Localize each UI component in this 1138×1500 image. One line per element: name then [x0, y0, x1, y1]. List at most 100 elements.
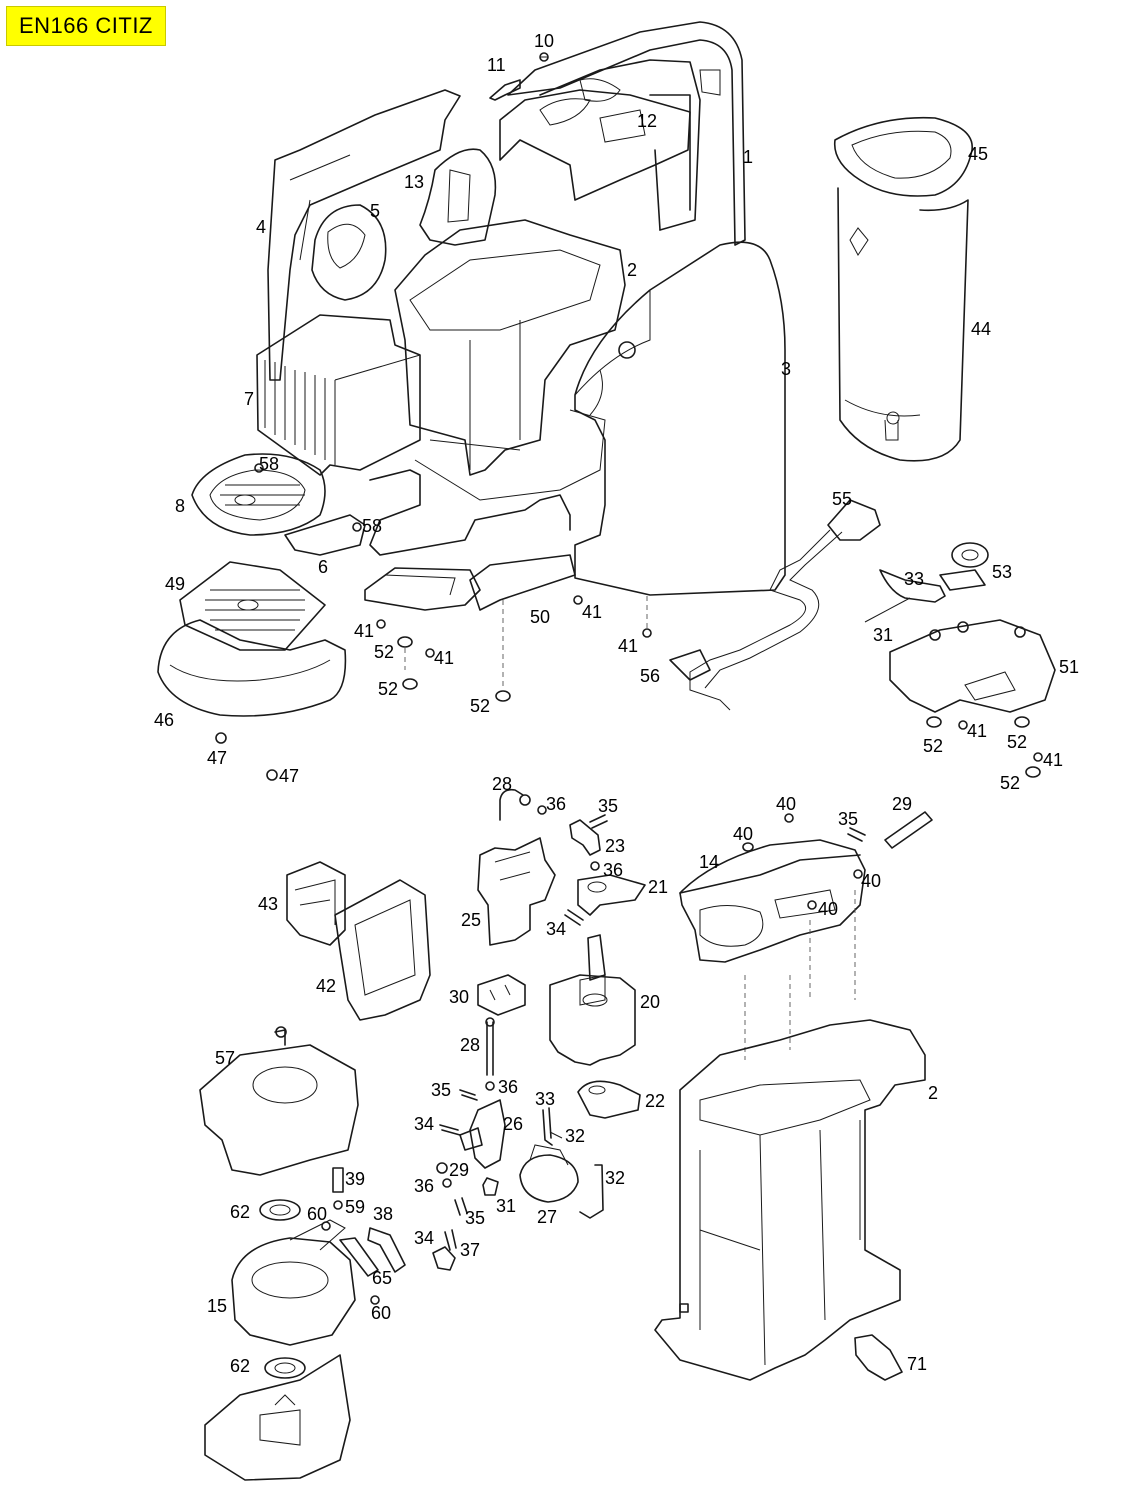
part-50-front-strip [469, 554, 576, 611]
label-27: 27 [537, 1207, 557, 1227]
label-62-a: 62 [230, 1202, 250, 1222]
label-32-a: 32 [565, 1126, 585, 1146]
label-52-a: 52 [374, 642, 394, 662]
label-41-f: 41 [1043, 750, 1063, 770]
label-57: 57 [215, 1048, 235, 1068]
label-50: 50 [530, 607, 550, 627]
part-2-chassis-top [394, 219, 626, 501]
part-32-clip-a [549, 1131, 563, 1139]
label-41-e: 41 [967, 721, 987, 741]
label-39: 39 [345, 1169, 365, 1189]
part-35-clip-d [454, 1197, 468, 1216]
label-41-c: 41 [434, 648, 454, 668]
part-13-lever-cam [419, 148, 497, 246]
label-34-c: 34 [414, 1228, 434, 1248]
label-21: 21 [648, 877, 668, 897]
label-2-top: 2 [627, 260, 637, 280]
part-43-bracket [286, 861, 346, 946]
part-34-clip-b [439, 1124, 461, 1136]
part-1-rear-frame [507, 21, 746, 246]
part-2-chassis-bottom [654, 1019, 926, 1381]
label-52-f: 52 [1000, 773, 1020, 793]
label-49: 49 [165, 574, 185, 594]
label-23: 23 [605, 836, 625, 856]
label-71: 71 [907, 1354, 927, 1374]
part-15-brewing-unit [231, 1219, 356, 1346]
part-20-pump [549, 934, 636, 1066]
label-10: 10 [534, 31, 554, 51]
brew-base [204, 1354, 351, 1481]
part-62-ring-b [264, 1357, 306, 1379]
label-22: 22 [645, 1091, 665, 1111]
part-62-ring-a [259, 1199, 301, 1221]
label-51: 51 [1059, 657, 1079, 677]
label-53: 53 [992, 562, 1012, 582]
label-40-b: 40 [733, 824, 753, 844]
label-36-c: 36 [498, 1077, 518, 1097]
label-37: 37 [460, 1240, 480, 1260]
part-31-tube-top [864, 597, 911, 623]
part-55-power-cord [669, 499, 881, 711]
label-59: 59 [345, 1197, 365, 1217]
part-29-pipe-mid [436, 1162, 448, 1174]
part-51-base-plate [889, 619, 1056, 778]
label-52-b: 52 [378, 679, 398, 699]
part-32-tube [579, 1164, 604, 1219]
part-22-plate [577, 1080, 641, 1119]
part-65-hose [339, 1237, 379, 1277]
part-29-pipe-top [884, 811, 933, 849]
part-3-side-cover [574, 241, 786, 596]
part-21-valve-plate [577, 874, 646, 916]
label-13: 13 [404, 172, 424, 192]
label-40-d: 40 [818, 899, 838, 919]
part-35-clip-c [459, 1089, 478, 1101]
label-28-mid: 28 [460, 1035, 480, 1055]
label-52-d: 52 [923, 736, 943, 756]
label-45: 45 [968, 144, 988, 164]
part-36-seal-c [485, 1081, 495, 1091]
label-31-top: 31 [873, 625, 893, 645]
part-8-drip-tray [191, 453, 326, 536]
part-31-tube-mid [482, 1177, 499, 1196]
label-5: 5 [370, 201, 380, 221]
part-36-seal-b [590, 861, 600, 871]
label-36-b: 36 [603, 860, 623, 880]
part-57-cover [199, 1026, 359, 1176]
label-3: 3 [781, 359, 791, 379]
label-47-a: 47 [207, 748, 227, 768]
label-33-top: 33 [904, 569, 924, 589]
part-60-seal-b [370, 1295, 380, 1305]
part-35-clip-b [847, 827, 866, 842]
label-38: 38 [373, 1204, 393, 1224]
label-4: 4 [256, 217, 266, 237]
label-35-d: 35 [465, 1208, 485, 1228]
part-44-water-tank [837, 187, 969, 462]
part-14-thermoblock [679, 813, 866, 1060]
part-4-side-frame [267, 89, 461, 381]
label-43: 43 [258, 894, 278, 914]
label-11: 11 [487, 55, 506, 75]
part-12-upper-insert [499, 89, 691, 201]
label-60-b: 60 [371, 1303, 391, 1323]
part-42-electronic-board [334, 879, 431, 1021]
label-2-bottom: 2 [928, 1083, 938, 1103]
part-33-tube-mid [542, 1107, 553, 1146]
label-46: 46 [154, 710, 174, 730]
label-40-a: 40 [776, 794, 796, 814]
label-34-a: 34 [546, 919, 566, 939]
label-31-mid: 31 [496, 1196, 516, 1216]
label-47-b: 47 [279, 766, 299, 786]
part-6-bracket [284, 514, 366, 556]
part-49-cup-grid [179, 561, 326, 651]
label-35-c: 35 [431, 1080, 451, 1100]
label-29-mid: 29 [449, 1160, 469, 1180]
label-41-b: 41 [354, 621, 374, 641]
label-52-e: 52 [1007, 732, 1027, 752]
part-35-clip-a [589, 814, 608, 829]
label-62-b: 62 [230, 1356, 250, 1376]
part-34-clip-c [444, 1229, 457, 1251]
label-26: 26 [503, 1114, 523, 1134]
label-33-mid: 33 [535, 1089, 555, 1109]
